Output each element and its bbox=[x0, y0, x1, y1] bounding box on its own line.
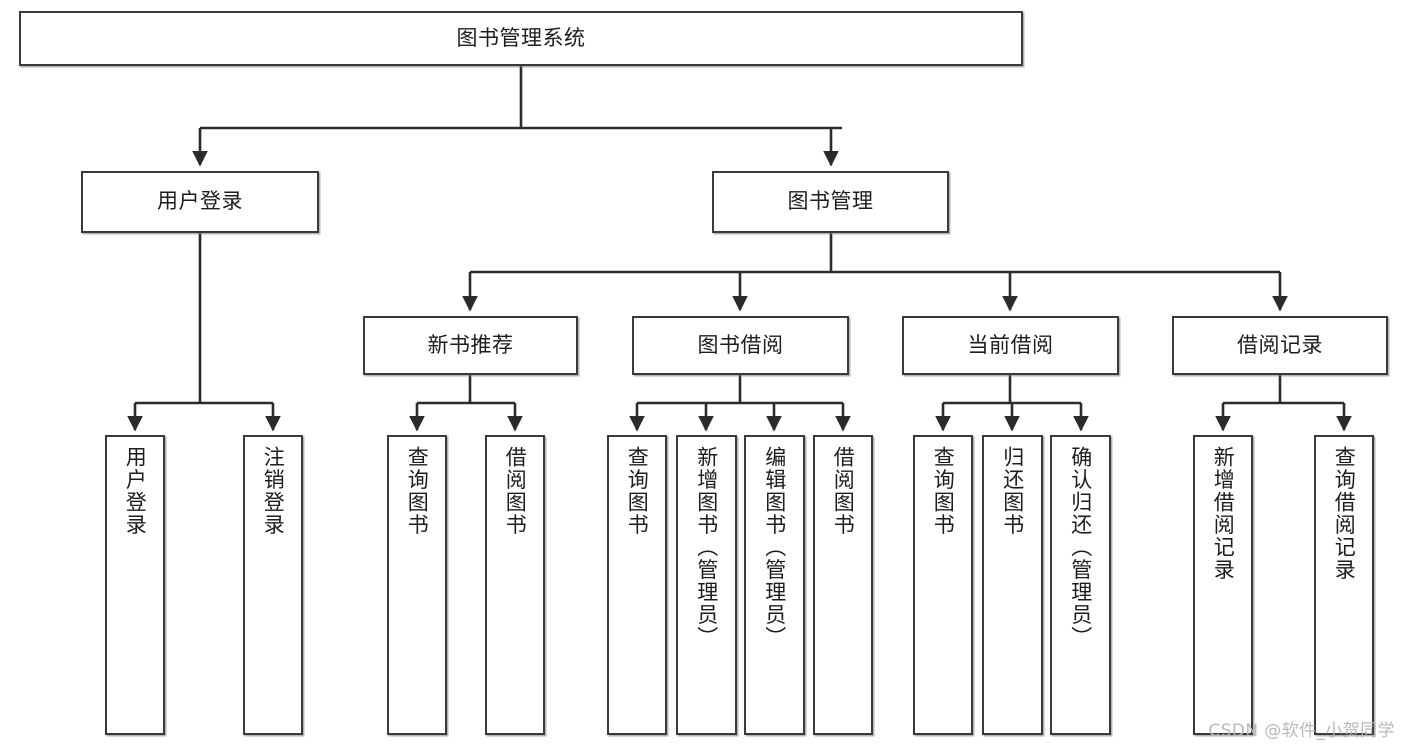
node-current-borrow-label: 当前借阅 bbox=[967, 332, 1054, 357]
node-book-borrow[interactable]: 图书借阅 bbox=[632, 316, 849, 375]
node-leaf-logout-label: 注销登录 bbox=[261, 446, 286, 536]
node-root[interactable]: 图书管理系统 bbox=[19, 11, 1023, 66]
node-leaf-return-book[interactable]: 归还图书 bbox=[982, 435, 1043, 735]
node-leaf-borrow-book-1[interactable]: 借阅图书 bbox=[485, 435, 545, 735]
node-borrow-record-label: 借阅记录 bbox=[1237, 332, 1323, 357]
node-user-login-label: 用户登录 bbox=[157, 189, 243, 214]
node-current-borrow[interactable]: 当前借阅 bbox=[902, 316, 1119, 375]
node-leaf-add-book[interactable]: 新增图书（管理员） bbox=[676, 435, 737, 735]
watermark-text: CSDN @软件_小贺同学 bbox=[1208, 721, 1395, 741]
node-leaf-edit-book-label: 编辑图书（管理员） bbox=[762, 446, 787, 649]
node-borrow-record[interactable]: 借阅记录 bbox=[1172, 316, 1388, 375]
node-new-book-rec-label: 新书推荐 bbox=[427, 332, 514, 357]
node-leaf-query-book-3-label: 查询图书 bbox=[931, 446, 956, 536]
node-leaf-add-record[interactable]: 新增借阅记录 bbox=[1193, 435, 1253, 735]
node-new-book-rec[interactable]: 新书推荐 bbox=[363, 316, 578, 375]
node-leaf-borrow-book-2[interactable]: 借阅图书 bbox=[813, 435, 873, 735]
node-leaf-query-book-2[interactable]: 查询图书 bbox=[607, 435, 667, 735]
node-leaf-query-record-label: 查询借阅记录 bbox=[1332, 446, 1357, 581]
node-leaf-add-book-label: 新增图书（管理员） bbox=[694, 446, 719, 649]
node-book-manage[interactable]: 图书管理 bbox=[712, 171, 949, 233]
node-leaf-query-book-3[interactable]: 查询图书 bbox=[913, 435, 973, 735]
node-leaf-query-book-1[interactable]: 查询图书 bbox=[387, 435, 447, 735]
node-leaf-add-record-label: 新增借阅记录 bbox=[1211, 446, 1236, 581]
node-leaf-edit-book[interactable]: 编辑图书（管理员） bbox=[744, 435, 805, 735]
node-leaf-query-book-2-label: 查询图书 bbox=[625, 446, 650, 536]
node-book-manage-label: 图书管理 bbox=[787, 189, 874, 214]
node-leaf-borrow-book-1-label: 借阅图书 bbox=[503, 446, 528, 536]
node-leaf-return-book-label: 归还图书 bbox=[1000, 446, 1025, 536]
node-leaf-query-record[interactable]: 查询借阅记录 bbox=[1314, 435, 1374, 735]
node-leaf-logout[interactable]: 注销登录 bbox=[243, 435, 303, 735]
node-leaf-borrow-book-2-label: 借阅图书 bbox=[831, 446, 856, 536]
node-leaf-user-login-label: 用户登录 bbox=[123, 446, 148, 536]
node-root-label: 图书管理系统 bbox=[456, 25, 586, 50]
node-leaf-query-book-1-label: 查询图书 bbox=[405, 446, 430, 536]
node-leaf-confirm-return-label: 确认归还（管理员） bbox=[1068, 446, 1093, 649]
node-leaf-confirm-return[interactable]: 确认归还（管理员） bbox=[1050, 435, 1111, 735]
node-user-login[interactable]: 用户登录 bbox=[81, 171, 319, 233]
node-book-borrow-label: 图书借阅 bbox=[697, 332, 784, 357]
node-leaf-user-login[interactable]: 用户登录 bbox=[105, 435, 165, 735]
